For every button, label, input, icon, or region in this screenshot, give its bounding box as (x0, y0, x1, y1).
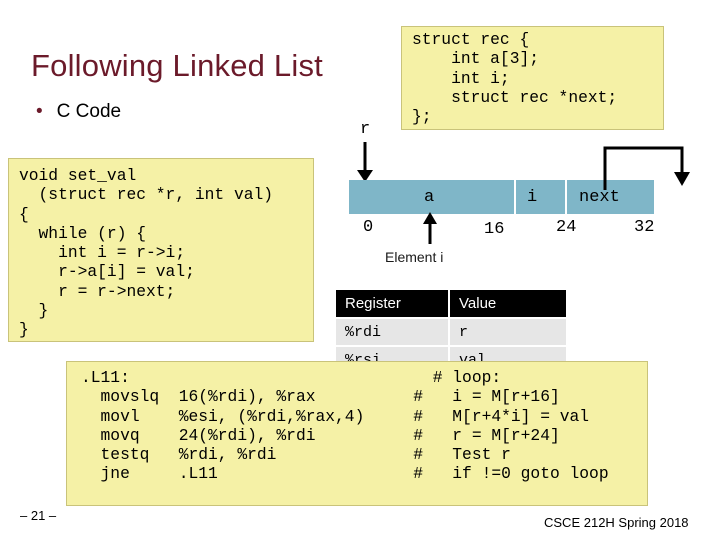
register-value: r (448, 317, 566, 346)
offset-0: 0 (363, 218, 374, 237)
next-pointer-arrow (603, 146, 690, 190)
struct-definition-box: struct rec { int a[3]; int i; struct rec… (401, 26, 664, 130)
struct-memory-bar (349, 180, 654, 214)
header-register: Register (336, 290, 449, 318)
divider-next-start (565, 180, 567, 214)
header-value: Value (448, 290, 566, 318)
course-label: CSCE 212H Spring 2018 (544, 515, 689, 530)
offset-24: 24 (556, 218, 577, 237)
register-table: Register Value %rdi r %rsi val (336, 290, 566, 374)
element-i-label: Element i (385, 249, 444, 265)
struct-code: struct rec { int a[3]; int i; struct rec… (412, 30, 618, 127)
pointer-label-r: r (360, 120, 371, 139)
slide-title: Following Linked List (31, 48, 323, 83)
register-table-header: Register Value (336, 290, 566, 318)
field-label-a: a (424, 188, 435, 207)
field-label-next: next (579, 188, 620, 207)
c-code: void set_val (struct rec *r, int val) { … (19, 166, 274, 340)
divider-i-start (514, 180, 516, 214)
register-name: %rdi (336, 317, 449, 346)
table-row: %rdi r (336, 317, 566, 346)
c-code-box: void set_val (struct rec *r, int val) { … (8, 158, 314, 342)
element-i-arrow (423, 212, 437, 244)
assembly-code-box: .L11: # loop: movslq 16(%rdi), %rax # i … (66, 361, 648, 506)
table-row: %rsi val (336, 345, 566, 374)
pointer-arrow-r (357, 142, 373, 182)
offset-32: 32 (634, 218, 655, 237)
bullet-c-code: • C Code (36, 101, 121, 123)
offset-16: 16 (484, 220, 505, 239)
field-label-i: i (527, 188, 538, 207)
page-number: – 21 – (20, 508, 57, 523)
bullet-label: C Code (56, 101, 122, 122)
assembly-code: .L11: # loop: movslq 16(%rdi), %rax # i … (81, 368, 609, 484)
bullet-dot-icon: • (36, 101, 43, 122)
